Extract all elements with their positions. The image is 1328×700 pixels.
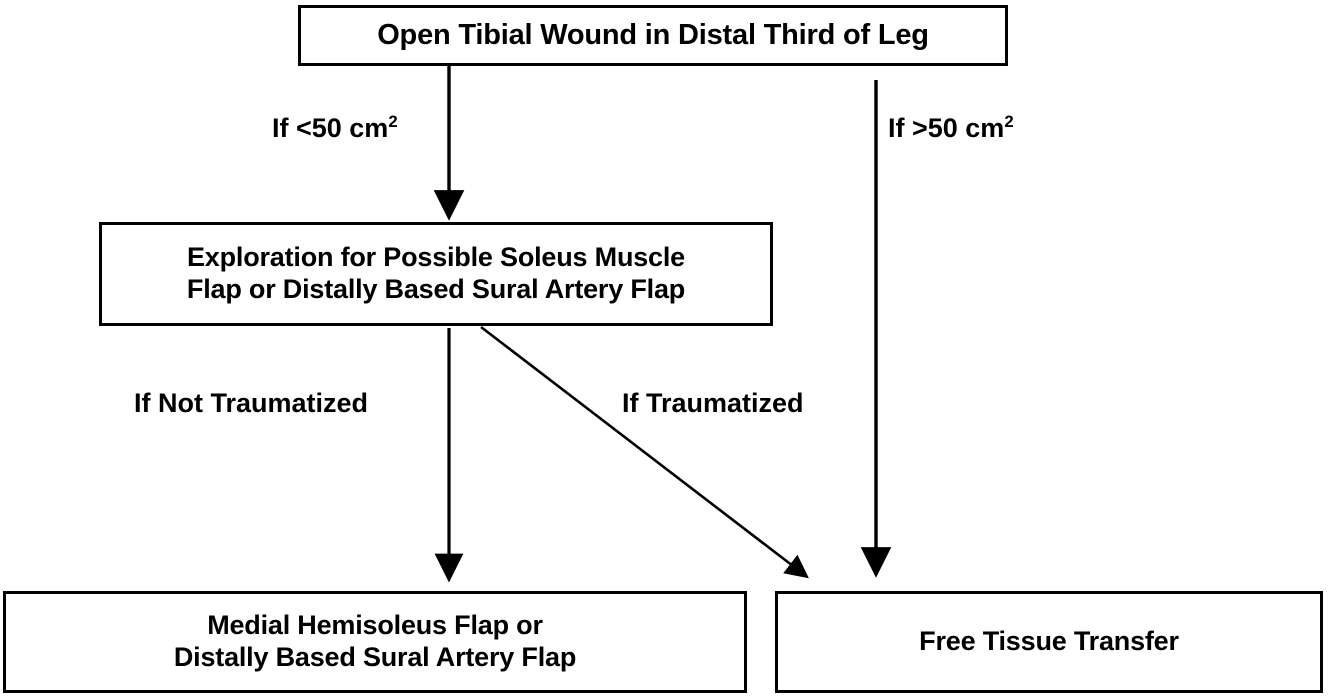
edge-label-traumatized: If Traumatized — [622, 388, 804, 418]
edge-label-less-than-50-text: If <50 cm — [272, 113, 389, 143]
edge-label-less-than-50-superscript: 2 — [388, 112, 398, 131]
node-exploration-soleus-label: Exploration for Possible Soleus Muscle F… — [186, 242, 686, 304]
node-exploration-soleus[interactable]: Exploration for Possible Soleus Muscle F… — [99, 222, 773, 326]
node-open-tibial-wound[interactable]: Open Tibial Wound in Distal Third of Leg — [298, 5, 1008, 66]
edge-label-greater-than-50: If >50 cm2 — [888, 113, 1014, 144]
node-free-tissue-transfer-label: Free Tissue Transfer — [919, 626, 1179, 657]
edge-label-less-than-50: If <50 cm2 — [272, 113, 398, 144]
node-medial-hemisoleus-flap-label: Medial Hemisoleus Flap or Distally Based… — [173, 610, 577, 672]
node-open-tibial-wound-label: Open Tibial Wound in Distal Third of Leg — [377, 19, 929, 52]
node-free-tissue-transfer[interactable]: Free Tissue Transfer — [775, 591, 1323, 693]
arrow-explore-to-free-diagonal — [480, 325, 809, 579]
edge-label-greater-than-50-text: If >50 cm — [888, 113, 1005, 143]
edge-label-not-traumatized: If Not Traumatized — [134, 388, 369, 418]
edge-label-greater-than-50-superscript: 2 — [1004, 112, 1014, 131]
node-medial-hemisoleus-flap[interactable]: Medial Hemisoleus Flap or Distally Based… — [3, 591, 747, 693]
